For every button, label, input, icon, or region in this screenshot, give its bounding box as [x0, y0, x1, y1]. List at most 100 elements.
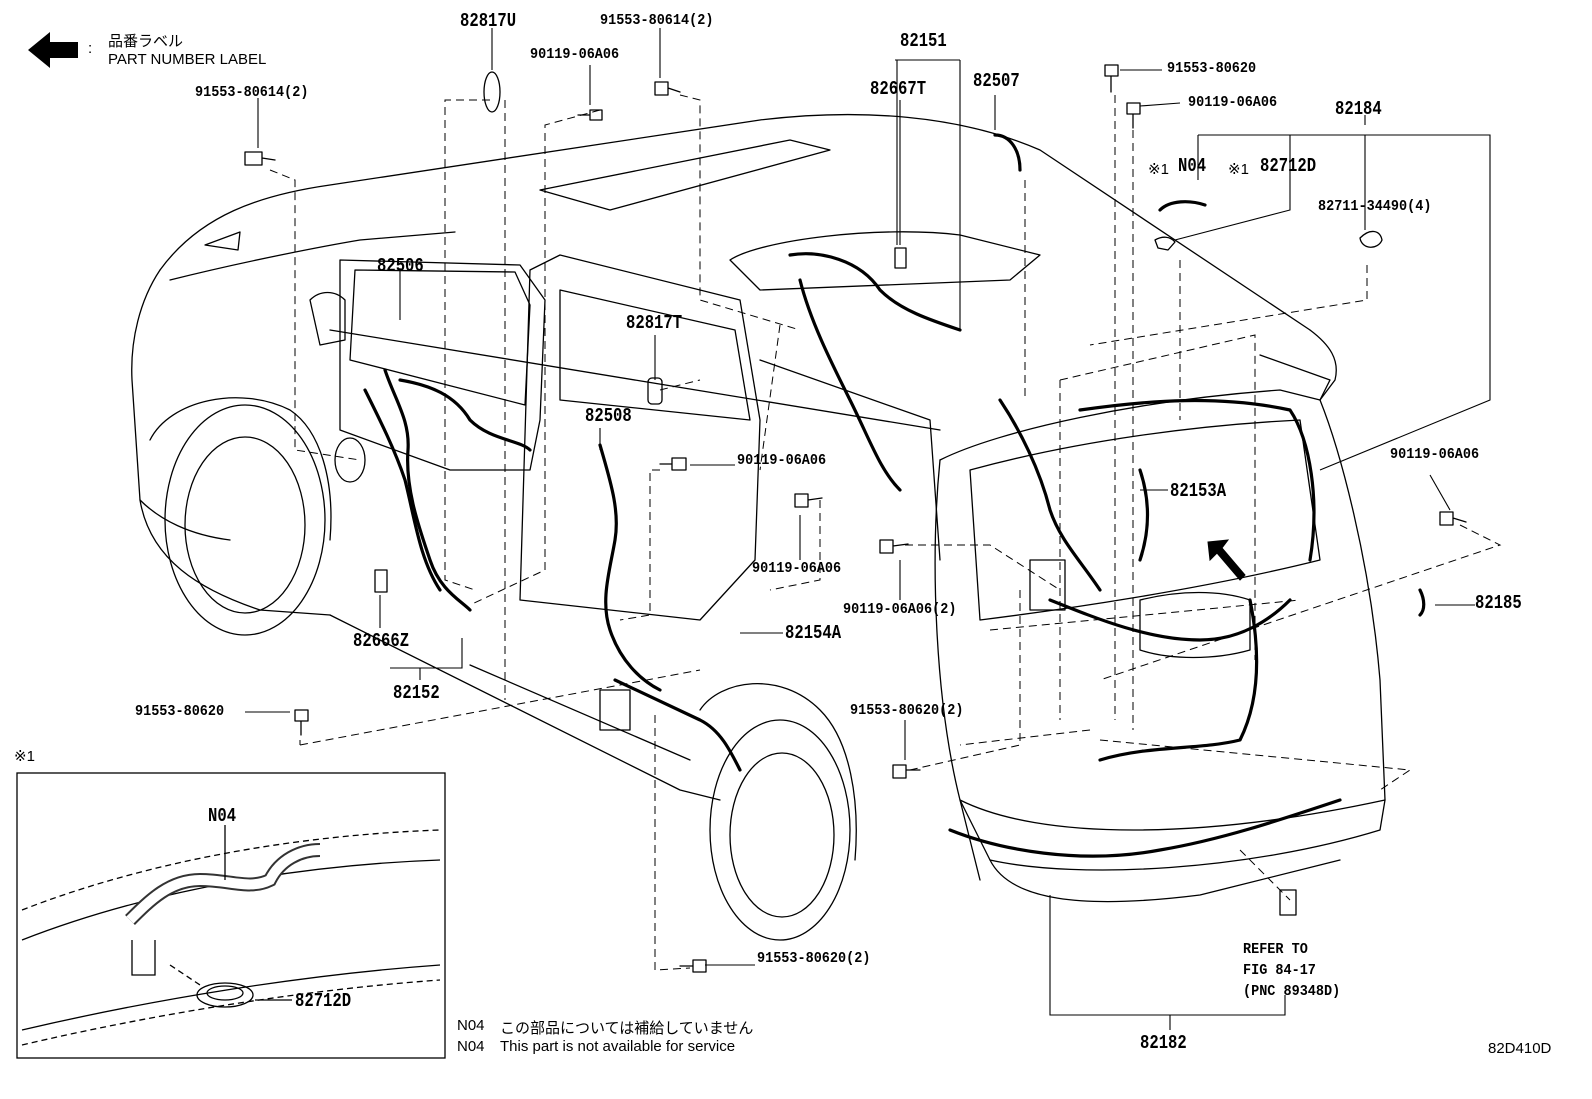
callout-82153A[interactable]: 82153A [1170, 480, 1227, 502]
footnote-en: This part is not available for service [500, 1038, 736, 1055]
harness-82153A [998, 398, 1102, 592]
ecu-box [599, 689, 631, 731]
connector-82666Z [374, 569, 388, 593]
slide-door [519, 254, 761, 621]
front-bumper [139, 499, 231, 541]
ecu-rear [1029, 559, 1066, 611]
grommet-front [334, 437, 366, 483]
refer-line-1: REFER TO [1243, 941, 1308, 958]
callout-91553-80620-top[interactable]: 91553-80620 [1167, 60, 1257, 77]
rear-wheel [709, 719, 851, 941]
bolt-icon [659, 457, 687, 471]
inset-callout-82712D[interactable]: 82712D [295, 990, 352, 1012]
legend-arrow-icon [28, 32, 78, 68]
front-door [339, 259, 546, 471]
callout-82667T[interactable]: 82667T [870, 78, 927, 100]
callout-82711-34490[interactable]: 82711-34490(4) [1318, 198, 1432, 215]
harness-82151 [788, 252, 962, 332]
side-beltline [329, 329, 941, 431]
inset-frame [16, 772, 446, 1059]
callout-82152[interactable]: 82152 [393, 682, 440, 704]
callout-N04[interactable]: N04 [1178, 155, 1207, 177]
harness-82506 [383, 368, 472, 612]
footnote-jp: この部品については補給していません [500, 1020, 754, 1037]
sunroof-rear [729, 231, 1041, 291]
bolt-icon [654, 81, 681, 96]
bolt-icon [244, 151, 276, 166]
harness-82182 [1048, 598, 1292, 642]
callout-82507[interactable]: 82507 [973, 70, 1020, 92]
rear-wheel-arch [699, 682, 857, 861]
bolt-icon [1439, 511, 1467, 526]
connector-82667T [894, 247, 907, 269]
callout-82154A[interactable]: 82154A [785, 622, 842, 644]
callout-90119-06A06-rt[interactable]: 90119-06A06 [1188, 94, 1278, 111]
mirror [309, 291, 346, 346]
windshield [169, 231, 456, 281]
callout-mark-n04: ※1 [1148, 161, 1169, 178]
callout-91553-80614-left[interactable]: 91553-80614(2) [195, 84, 309, 101]
callout-82712D-top[interactable]: 82712D [1260, 155, 1317, 177]
rear-hatch-side-left [934, 459, 981, 881]
inset-callout-N04[interactable]: N04 [208, 805, 237, 827]
harness-82508 [598, 443, 662, 692]
callout-90119-06A06-mid[interactable]: 90119-06A06 [737, 452, 827, 469]
van-roofline [159, 113, 1311, 331]
bolt-icon [892, 764, 921, 779]
headlight [204, 231, 241, 251]
callout-91553-80614-top[interactable]: 91553-80614(2) [600, 12, 714, 29]
harness-N04 [1158, 200, 1207, 212]
harness-82506-b [398, 378, 532, 452]
callout-90119-06A06-far-right[interactable]: 90119-06A06 [1390, 446, 1480, 463]
inset-mark: ※1 [14, 748, 35, 765]
front-fender-arch [149, 397, 332, 541]
harness-82151-b [798, 278, 902, 492]
refer-line-2: FIG 84-17 [1243, 962, 1316, 979]
rocker [469, 664, 691, 761]
bolt-icon [794, 493, 823, 508]
grommet-82817U [483, 71, 501, 113]
inset-82712D-grommet [196, 982, 254, 1008]
rear-wheel-inner [729, 752, 835, 918]
callout-82185[interactable]: 82185 [1475, 592, 1522, 614]
side-lower [329, 614, 721, 801]
bolt-icon [1126, 102, 1141, 129]
clip-82712D [1154, 236, 1176, 251]
callout-91553-80620-left[interactable]: 91553-80620 [135, 703, 225, 720]
callout-90119-06A06-top[interactable]: 90119-06A06 [530, 46, 620, 63]
harness-rear-bumper [948, 798, 1342, 858]
harness-82184 [1078, 398, 1316, 562]
footnote-code-2: N04 [457, 1038, 485, 1055]
connector-refer [1279, 889, 1297, 916]
rear-bumper [959, 799, 1386, 871]
callout-82817U[interactable]: 82817U [460, 10, 517, 32]
rear-spoiler [1259, 354, 1331, 401]
clip-82711 [1359, 230, 1383, 248]
callout-90119-06A06-2[interactable]: 90119-06A06(2) [843, 601, 957, 618]
sunroof [539, 139, 831, 211]
bolt-icons [244, 64, 1467, 973]
van-rear-roof [1309, 329, 1337, 401]
callout-82182[interactable]: 82182 [1140, 1032, 1187, 1054]
callout-90119-06A06-center[interactable]: 90119-06A06 [752, 560, 842, 577]
figure-id: 82D410D [1488, 1040, 1552, 1057]
callout-82817T[interactable]: 82817T [626, 312, 683, 334]
callout-82151[interactable]: 82151 [900, 30, 947, 52]
rear-bumper-lower [989, 859, 1341, 903]
front-wheel-inner [184, 436, 306, 614]
legend-label-jp: 品番ラベル [108, 33, 184, 50]
callout-82184[interactable]: 82184 [1335, 98, 1382, 120]
footnote-code-1: N04 [457, 1017, 485, 1034]
bolt-icon [679, 959, 707, 973]
callout-91553-80620-2b[interactable]: 91553-80620(2) [757, 950, 871, 967]
refer-line-3[interactable]: (PNC 89348D) [1243, 983, 1341, 1000]
callout-82508[interactable]: 82508 [585, 405, 632, 427]
callout-82506[interactable]: 82506 [377, 255, 424, 277]
harness-82152 [363, 388, 442, 592]
harness-82182-b [1098, 598, 1259, 762]
legend-colon: : [88, 40, 93, 57]
callout-91553-80620-2a[interactable]: 91553-80620(2) [850, 702, 964, 719]
callout-82666Z[interactable]: 82666Z [353, 630, 410, 652]
